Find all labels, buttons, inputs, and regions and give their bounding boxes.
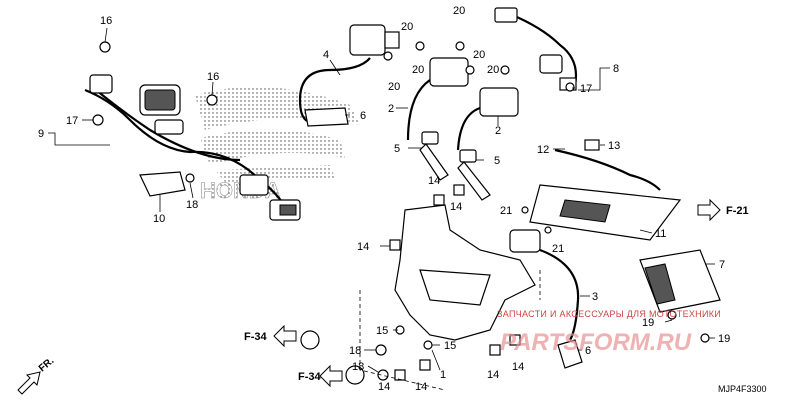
direction-arrow: FR. (17, 355, 57, 395)
callout-17-right: 17 (580, 83, 592, 95)
callout-20-f: 20 (487, 64, 499, 76)
direction-label: FR. (37, 355, 57, 374)
part-plug-cap-5b (457, 149, 491, 201)
callout-15-a: 15 (376, 325, 388, 337)
callout-14-b: 14 (450, 201, 462, 213)
dashed-boundary (359, 290, 446, 391)
part-ecu-housing-11 (529, 184, 682, 241)
callout-1: 1 (440, 369, 446, 381)
honda-wing-logo: HONDA (195, 87, 360, 203)
part-cable-3 (539, 248, 583, 369)
ref-arrow-f34-top: F-34 (244, 324, 297, 348)
ref-f21-label: F-21 (726, 205, 749, 217)
callout-7: 7 (719, 259, 725, 271)
callout-10: 10 (153, 213, 165, 225)
part-sub-harness-8 (494, 7, 578, 91)
ref-f34-bottom-label: F-34 (298, 371, 322, 383)
callout-18-mid: 18 (349, 345, 361, 357)
part-ignition-coil-4 (298, 24, 400, 127)
part-plug-cap-5a (419, 131, 449, 181)
part-control-unit-7 (639, 249, 721, 313)
watermark-line1: ЗАПЧАСТИ И АКСЕССУАРЫ ДЛЯ МОТОТЕХНИКИ (497, 309, 721, 319)
callout-6-top: 6 (360, 110, 366, 122)
callout-19-left: 19 (642, 317, 654, 329)
callout-20-c: 20 (388, 81, 400, 93)
callout-14-e: 14 (415, 381, 427, 393)
part-bracket-10 (139, 171, 195, 197)
callout-5-right: 5 (494, 155, 500, 167)
callout-20-b: 20 (453, 5, 465, 17)
part-sub-harness-12 (554, 139, 661, 191)
callout-2-left: 2 (388, 103, 394, 115)
callout-21-a: 21 (500, 205, 512, 217)
ref-arrow-f34-bottom: F-34 (298, 364, 343, 388)
grommet-bottom (345, 365, 365, 385)
callout-11: 11 (655, 228, 666, 240)
callout-15-b: 15 (444, 340, 456, 352)
callout-14-c: 14 (357, 241, 369, 253)
callout-12: 12 (537, 144, 549, 156)
callout-14-a: 14 (428, 175, 440, 187)
callout-6-bottom: 6 (585, 345, 591, 357)
callout-8: 8 (613, 63, 619, 75)
callout-2-right: 2 (495, 125, 501, 137)
callout-21-b: 21 (552, 243, 564, 255)
grommet-top (300, 330, 320, 350)
part-ignition-coil-2b (456, 87, 519, 151)
callout-13: 13 (608, 140, 620, 152)
callout-4: 4 (323, 49, 329, 61)
callout-20-a: 20 (401, 21, 413, 33)
callout-18-bottom: 18 (352, 361, 364, 373)
callout-18-left: 18 (186, 199, 198, 211)
ref-f34-top-label: F-34 (244, 331, 268, 343)
callout-19-right: 19 (718, 333, 730, 345)
callout-14-g: 14 (512, 361, 524, 373)
part-frame-bracket-1 (394, 204, 541, 341)
ref-arrow-f21: F-21 (697, 198, 749, 222)
clips-and-bolts (92, 41, 710, 381)
callout-16-top: 16 (100, 15, 112, 27)
leader-lines (48, 27, 715, 373)
callout-9: 9 (38, 128, 44, 140)
callout-20-d: 20 (412, 64, 424, 76)
part-wire-harness (84, 74, 301, 221)
watermark-line2: PARTSFORM.RU (500, 329, 692, 356)
callout-14-f: 14 (487, 369, 499, 381)
callout-17-left: 17 (66, 115, 78, 127)
callout-16-mid: 16 (207, 71, 219, 83)
callout-3: 3 (592, 291, 598, 303)
callout-14-d: 14 (378, 381, 390, 393)
callout-20-e: 20 (473, 49, 485, 61)
callout-5-left: 5 (394, 143, 400, 155)
diagram-code: MJP4F3300 (718, 384, 767, 394)
